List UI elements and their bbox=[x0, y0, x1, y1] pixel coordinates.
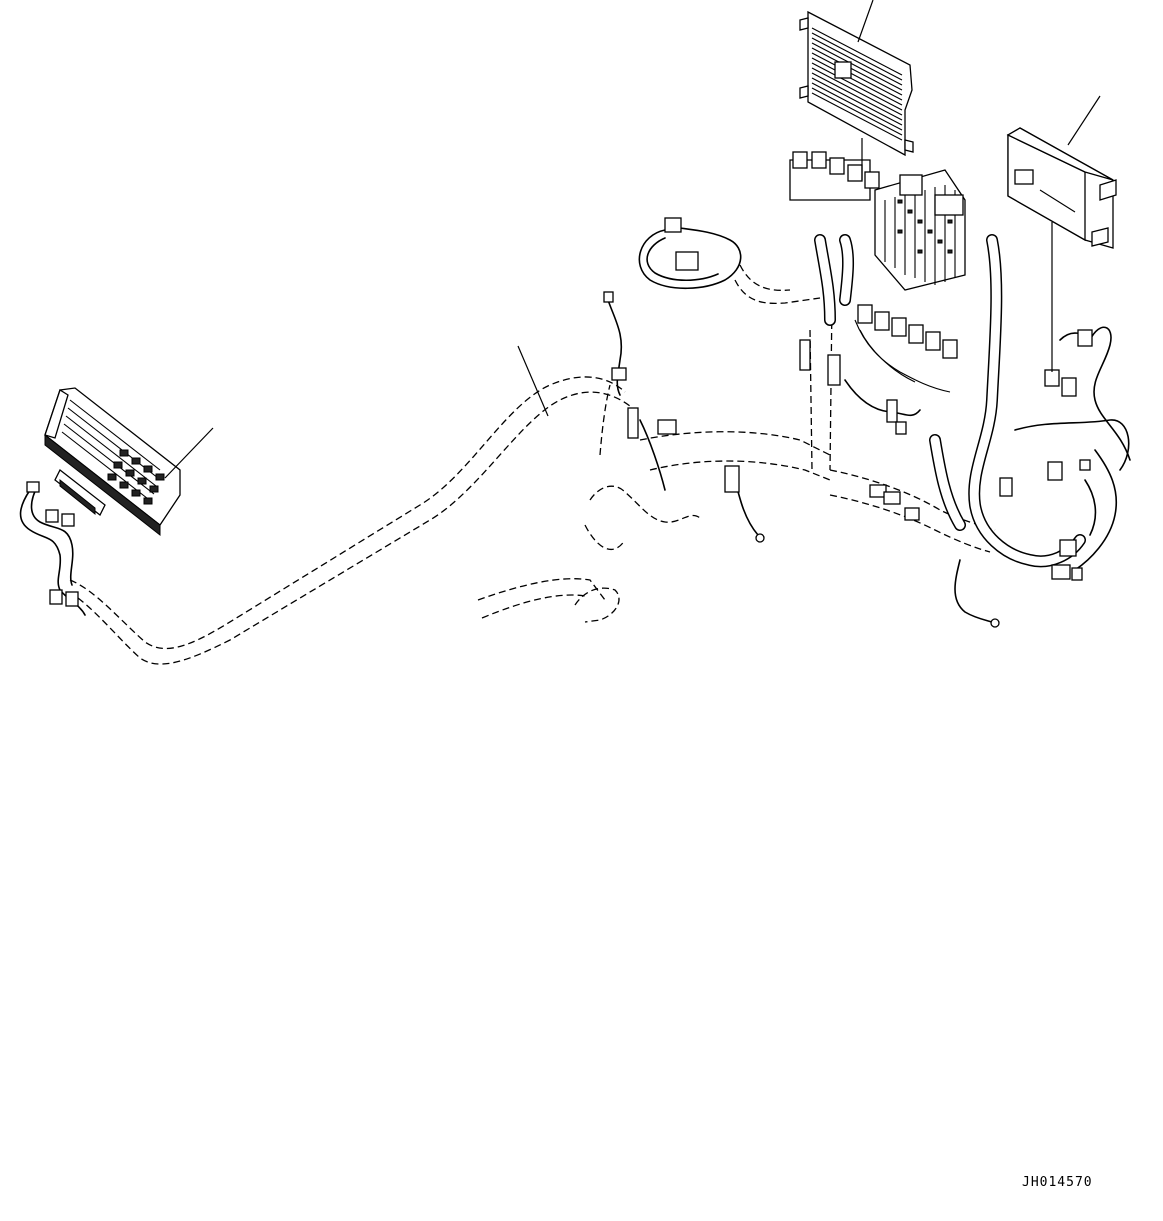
leader-line-monitor bbox=[164, 427, 214, 479]
harness-branches bbox=[603, 217, 1131, 628]
monitor-harness-lead bbox=[19, 481, 86, 616]
leader-line-cover bbox=[857, 0, 874, 43]
controller-box bbox=[1006, 127, 1117, 249]
fuse-relay-block-cover bbox=[799, 10, 914, 157]
drawing-reference-code: JH014570 bbox=[1022, 1175, 1093, 1190]
fuse-relay-block bbox=[789, 151, 966, 393]
monitor-panel bbox=[44, 387, 181, 537]
leader-line-controller bbox=[1067, 95, 1101, 146]
leader-line-harness bbox=[517, 345, 549, 417]
main-harness bbox=[69, 264, 996, 665]
relay-row bbox=[854, 304, 958, 393]
